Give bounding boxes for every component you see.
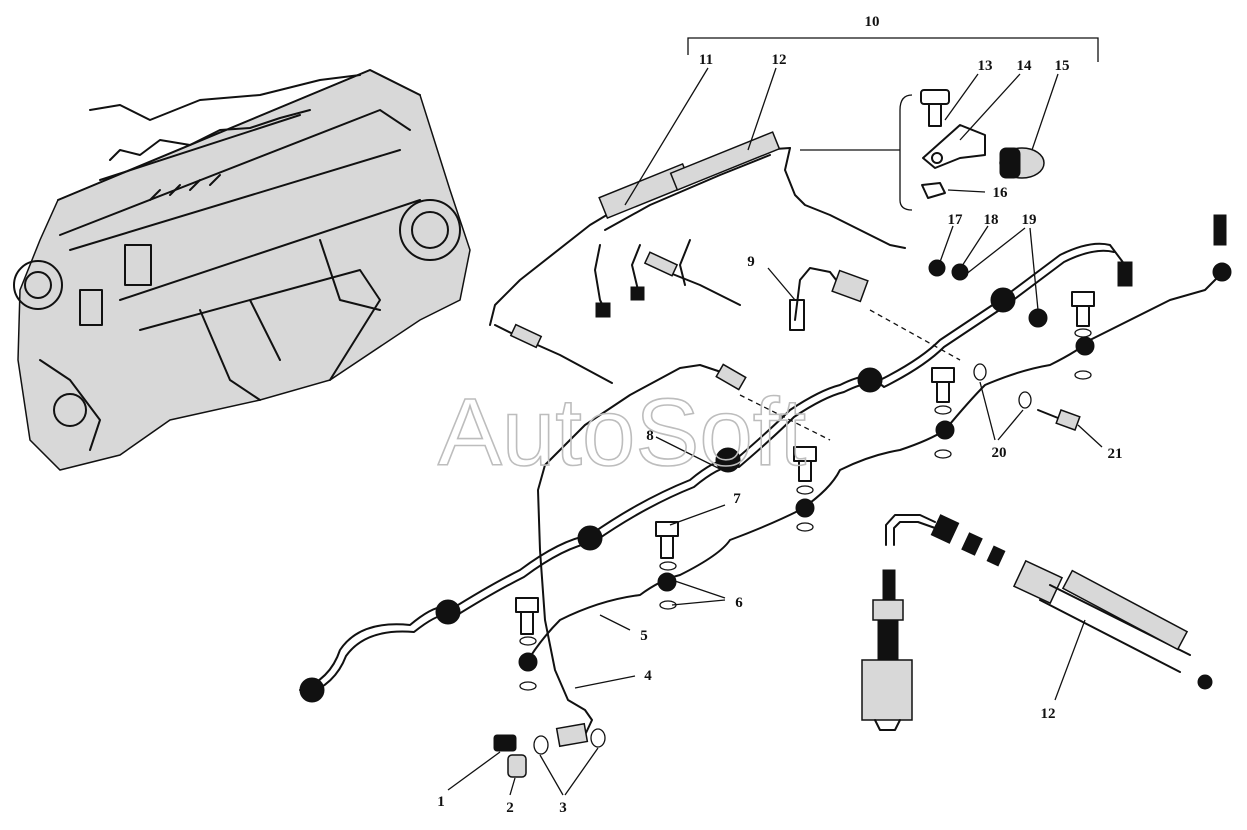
callout-label-2: 2 [506, 800, 514, 816]
clamp-hardware-group: 13 14 15 16 17 18 19 [800, 58, 1070, 328]
bolts-and-washers: 7 6 [515, 291, 1095, 691]
callout-label-12-top: 12 [772, 52, 787, 68]
engine-block-illustration [13, 69, 471, 471]
callout-label-12-bottom: 12 [1041, 706, 1056, 722]
callout-label-10: 10 [865, 14, 880, 30]
callout-label-13: 13 [978, 58, 993, 74]
parts-20-21: 20 21 [739, 363, 1123, 462]
callout-label-16: 16 [993, 185, 1009, 201]
callout-label-15: 15 [1055, 58, 1070, 74]
watermark: AutoSoft [438, 379, 806, 486]
callout-label-11: 11 [699, 52, 713, 68]
callout-label-17: 17 [948, 212, 964, 228]
injector-pipe-8: 8 [299, 242, 1133, 703]
injector-assembly-12: 12 [861, 514, 1213, 731]
callout-label-7: 7 [733, 491, 741, 507]
callout-label-9: 9 [747, 254, 755, 270]
callout-label-18: 18 [984, 212, 999, 228]
callout-label-1: 1 [437, 794, 445, 810]
part-9-fitting: 9 [747, 254, 961, 361]
bottom-fittings-1-2-3: 1 2 3 [437, 722, 606, 816]
callout-label-20: 20 [992, 445, 1007, 461]
callout-10-bracket: 10 [687, 14, 1099, 62]
callout-label-19: 19 [1022, 212, 1037, 228]
callout-label-5: 5 [640, 628, 648, 644]
feed-pipe-4: 4 [537, 363, 747, 736]
callout-label-8: 8 [646, 428, 654, 444]
callout-label-6: 6 [735, 595, 743, 611]
upper-return-pipe-assembly: 11 12 [489, 52, 906, 384]
callout-label-3: 3 [559, 800, 567, 816]
callout-label-21: 21 [1108, 446, 1123, 462]
injector-pipe-5: 5 [518, 214, 1232, 672]
callout-label-4: 4 [644, 668, 652, 684]
callout-label-14: 14 [1017, 58, 1033, 74]
